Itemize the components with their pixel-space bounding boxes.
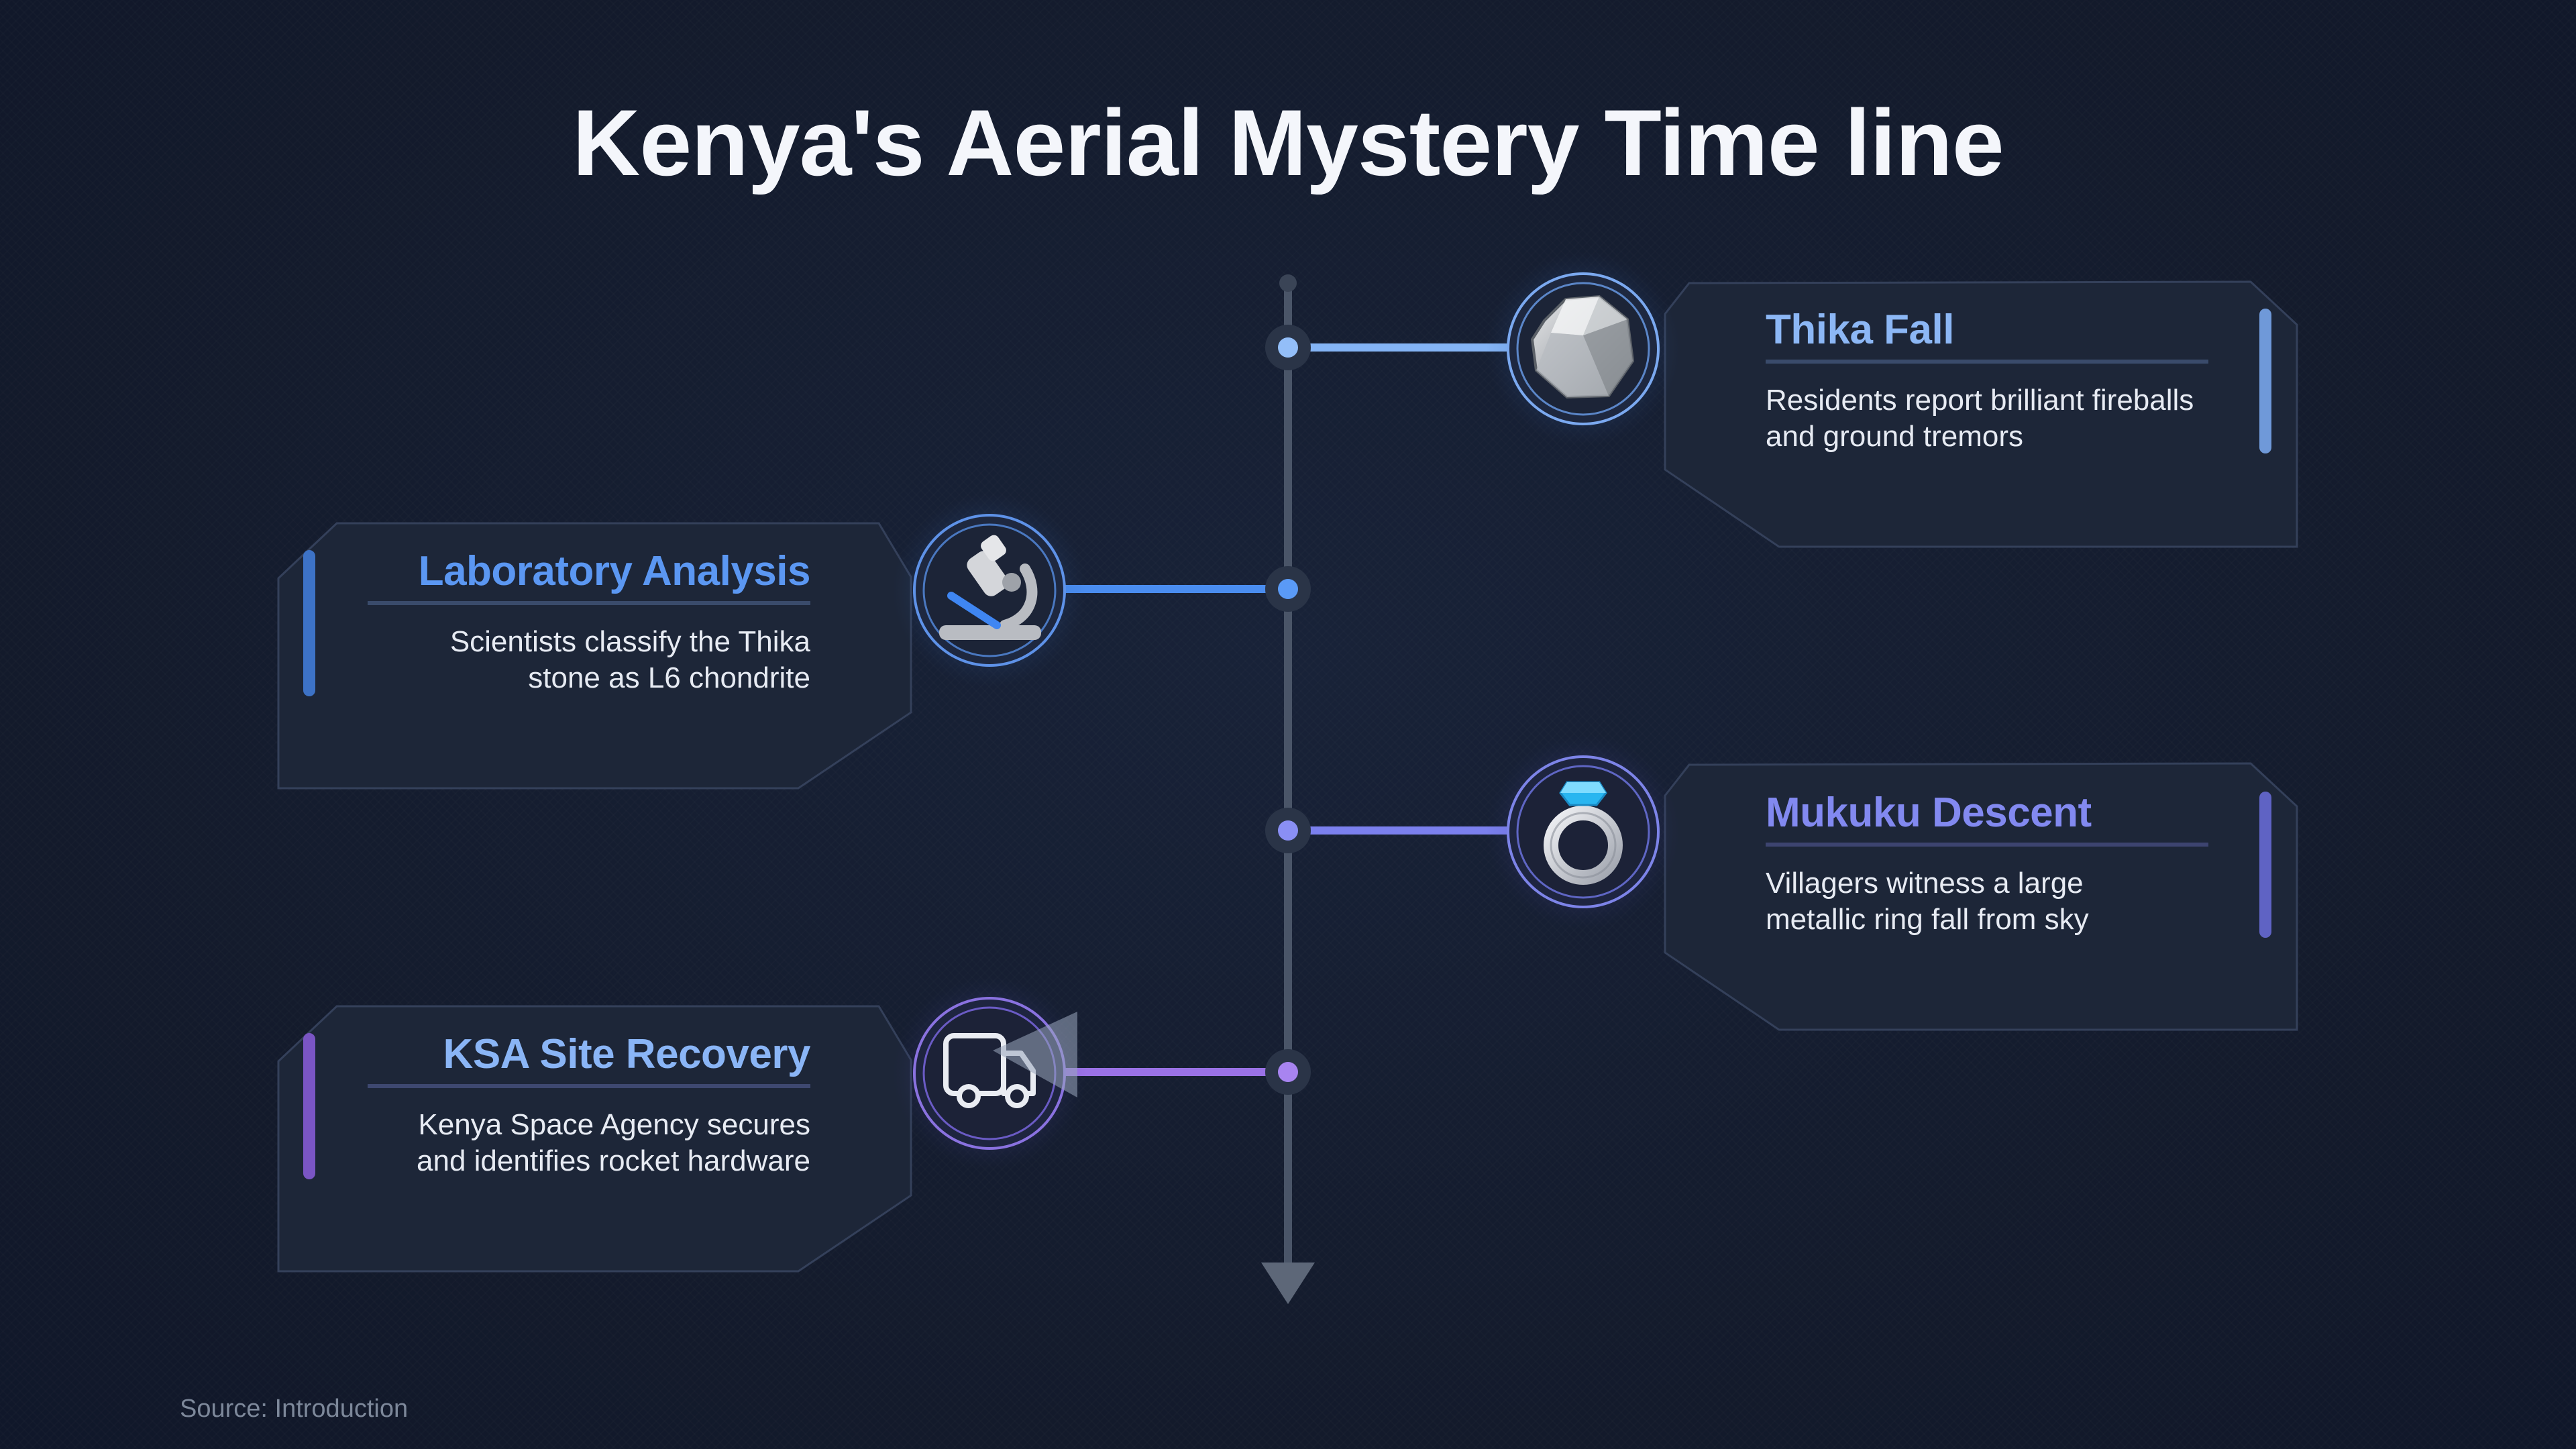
event-description: Villagers witness a large metallic ring … [1766,867,2089,936]
event-description: Kenya Space Agency secures and identifie… [417,1108,810,1177]
event-title: Laboratory Analysis [418,548,811,594]
event-ksa-site-recovery [277,976,1311,1273]
axis-node [1278,820,1298,841]
event-mukuku-descent [1265,735,2298,1031]
card-accent-bar [303,1033,315,1179]
axis-start-cap [1279,274,1297,292]
truck-icon [943,1012,1077,1108]
rock-icon [1530,294,1635,399]
axis-node [1278,1062,1298,1082]
event-description: Scientists classify the Thika stone as L… [449,625,810,694]
event-title: Mukuku Descent [1766,790,2092,836]
microscope-icon [939,535,1041,640]
event-laboratory-analysis [277,493,1311,790]
event-thika-fall [1265,252,2298,548]
card-accent-bar [303,550,315,696]
card-accent-bar [2259,792,2271,938]
event-description: Residents report brilliant fireballs and… [1766,384,2194,453]
source-note: Source: Introduction [180,1395,409,1423]
axis-arrowhead [1261,1263,1315,1304]
event-card [277,1005,912,1273]
axis-node [1278,579,1298,599]
event-title: Thika Fall [1766,307,1954,353]
axis-node [1278,337,1298,358]
event-card [277,522,912,790]
event-title: KSA Site Recovery [443,1031,811,1077]
page-title: Kenya's Aerial Mystery Time line [572,90,2004,195]
card-accent-bar [2259,309,2271,453]
ring-icon [1544,781,1623,885]
